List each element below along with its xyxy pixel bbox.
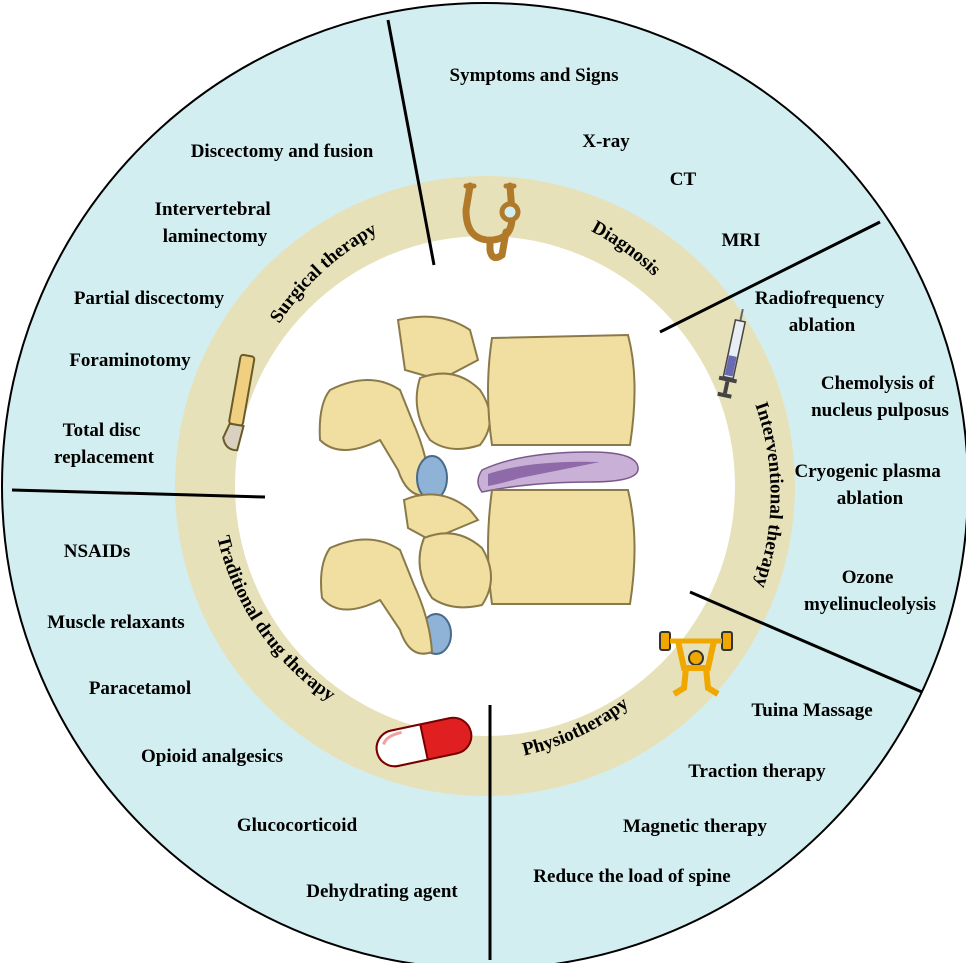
drug-item: Glucocorticoid: [237, 815, 358, 836]
drug-item: Opioid analgesics: [141, 746, 283, 767]
physiotherapy-item: Tuina Massage: [751, 700, 872, 721]
surgical-item: Partial discectomy: [74, 288, 225, 309]
diagnosis-item: CT: [670, 169, 697, 190]
drug-item: NSAIDs: [64, 541, 131, 562]
drug-item: Dehydrating agent: [306, 881, 458, 902]
surgical-item: Foraminotomy: [69, 350, 191, 371]
drug-item: Paracetamol: [89, 678, 191, 699]
drug-item: Muscle relaxants: [47, 612, 184, 633]
physiotherapy-item: Magnetic therapy: [623, 816, 768, 837]
diagnosis-item: MRI: [721, 230, 760, 251]
diagnosis-item: Symptoms and Signs: [450, 65, 619, 86]
physiotherapy-item: Reduce the load of spine: [533, 866, 730, 887]
surgical-item: Discectomy and fusion: [191, 141, 374, 162]
physiotherapy-item: Traction therapy: [688, 761, 826, 782]
diagnosis-item: X-ray: [582, 131, 630, 152]
